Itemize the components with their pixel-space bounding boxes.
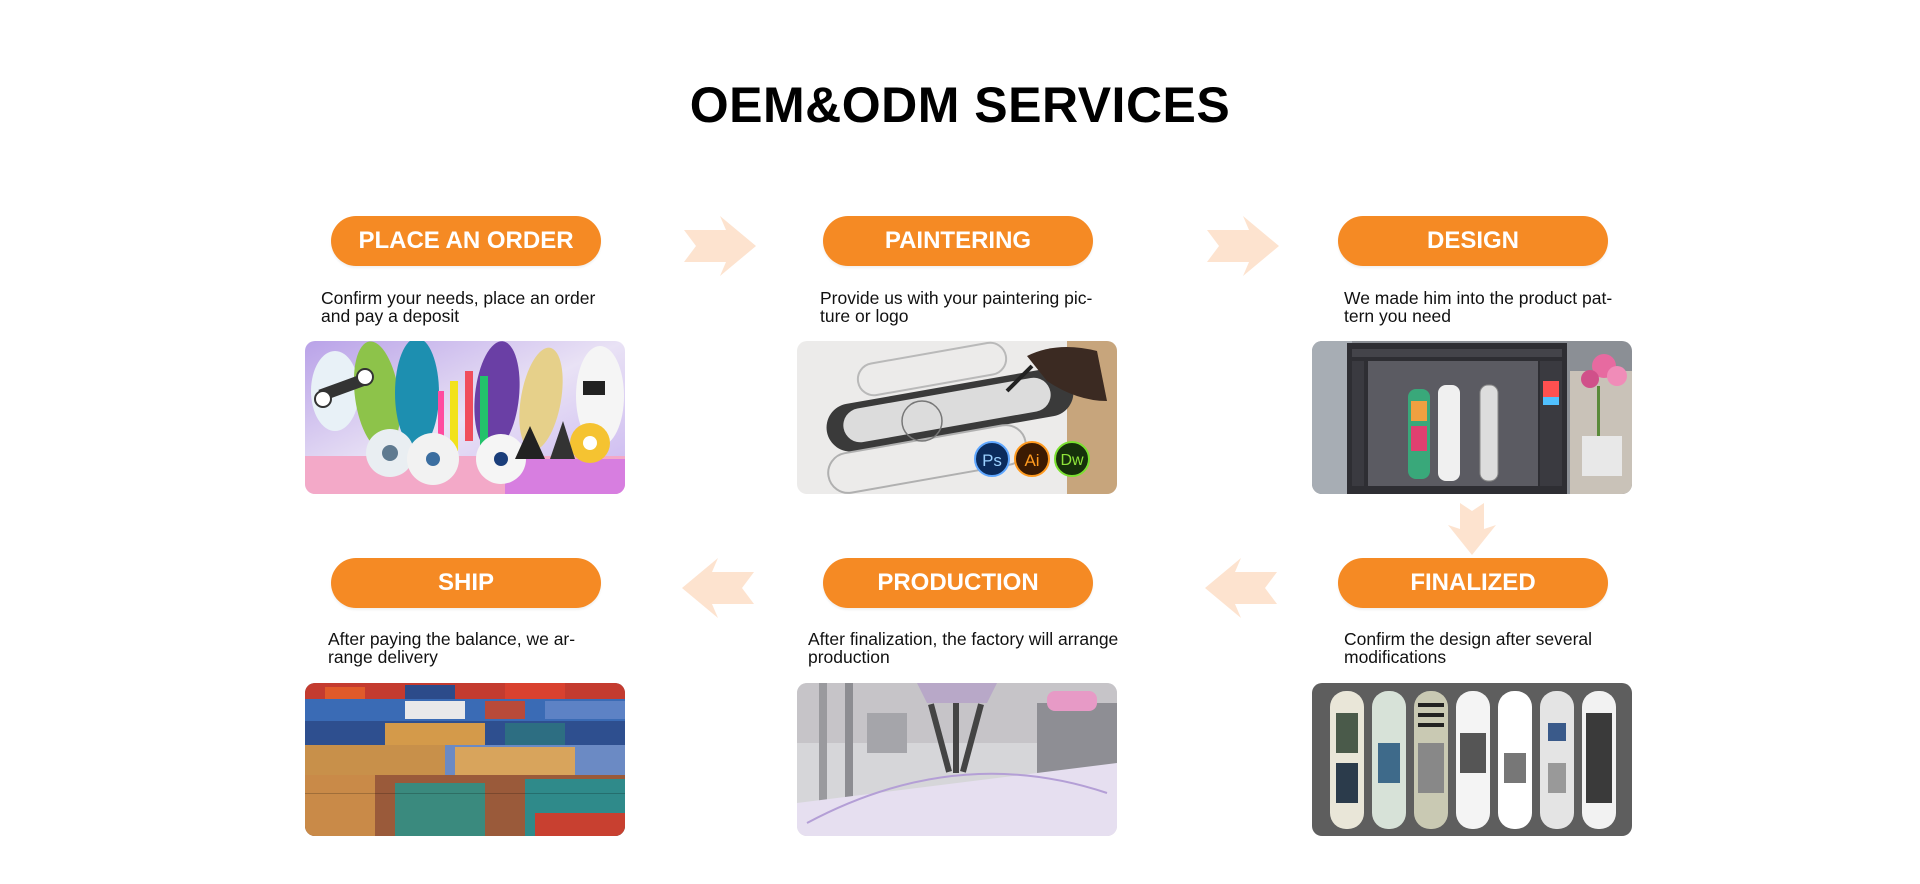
illustrator-badge-icon: Ai: [1014, 441, 1050, 477]
step-paintering-desc: Provide us with your paintering pic- tur…: [820, 289, 1120, 325]
step-production-desc: After finalization, the factory will arr…: [808, 630, 1148, 666]
desc-line: After paying the balance, we ar-: [328, 629, 576, 649]
desc-line: Provide us with your paintering pic-: [820, 288, 1093, 308]
desc-line: Confirm the design after several: [1344, 629, 1593, 649]
step-production-button[interactable]: PRODUCTION: [823, 558, 1093, 608]
dreamweaver-badge-icon: Dw: [1054, 441, 1090, 477]
step-finalized-desc: Confirm the design after several modific…: [1344, 630, 1644, 666]
step-place-an-order-button[interactable]: PLACE AN ORDER: [331, 216, 601, 266]
step-design-button[interactable]: DESIGN: [1338, 216, 1608, 266]
desc-line: and pay a deposit: [321, 306, 460, 326]
factory-production-image: [797, 683, 1117, 836]
arrow-down-icon: [1442, 501, 1502, 555]
step-place-an-order-desc: Confirm your needs, place an order and p…: [321, 289, 621, 325]
arrow-left-icon: [682, 558, 756, 618]
skateboard-products-image: [305, 341, 625, 494]
design-software-image: [1312, 341, 1632, 494]
desc-line: range delivery: [328, 647, 438, 667]
step-design-desc: We made him into the product pat- tern y…: [1344, 289, 1644, 325]
step-paintering-button[interactable]: PAINTERING: [823, 216, 1093, 266]
step-ship-desc: After paying the balance, we ar- range d…: [328, 630, 628, 666]
page-title: OEM&ODM SERVICES: [689, 77, 1231, 133]
arrow-right-icon: [1205, 216, 1279, 276]
desc-line: production: [808, 647, 890, 667]
desc-line: ture or logo: [820, 306, 909, 326]
finalized-decks-image: [1312, 683, 1632, 836]
shipping-containers-image: [305, 683, 625, 836]
photoshop-badge-icon: Ps: [974, 441, 1010, 477]
step-ship-button[interactable]: SHIP: [331, 558, 601, 608]
desc-line: Confirm your needs, place an order: [321, 288, 596, 308]
arrow-right-icon: [682, 216, 756, 276]
sketch-drawing-image: Ps Ai Dw: [797, 341, 1117, 494]
desc-line: modifications: [1344, 647, 1447, 667]
desc-line: After finalization, the factory will arr…: [808, 629, 1119, 649]
step-finalized-button[interactable]: FINALIZED: [1338, 558, 1608, 608]
desc-line: We made him into the product pat-: [1344, 288, 1613, 308]
arrow-left-icon: [1205, 558, 1279, 618]
desc-line: tern you need: [1344, 306, 1452, 326]
